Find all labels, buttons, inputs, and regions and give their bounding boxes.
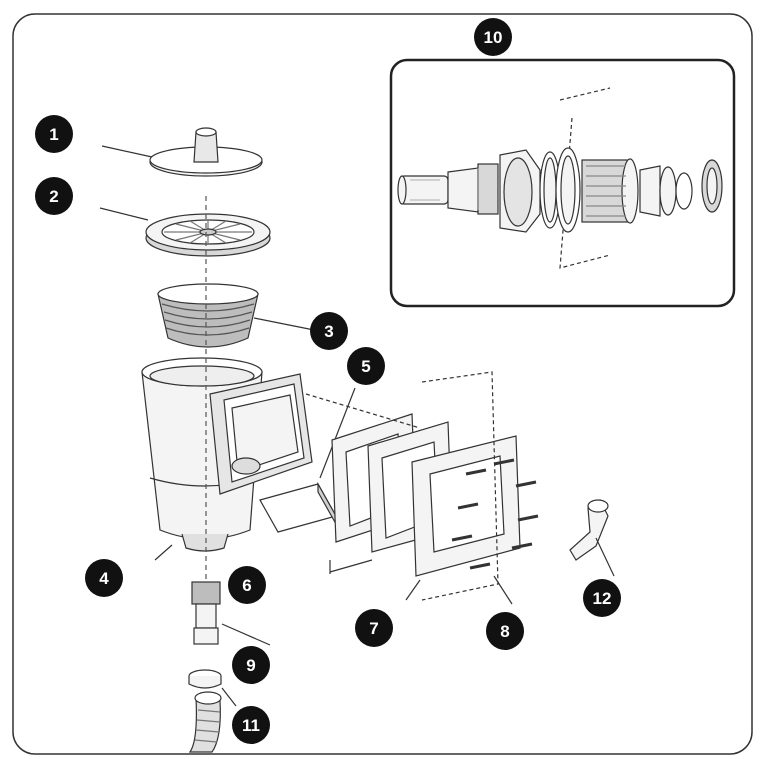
callout-7: 7 bbox=[355, 609, 393, 647]
callout-number: 12 bbox=[593, 589, 612, 608]
callout-number: 9 bbox=[246, 656, 255, 675]
callout-number: 7 bbox=[369, 619, 378, 638]
skimmer-lid bbox=[101, 127, 263, 177]
callout-number: 2 bbox=[49, 187, 58, 206]
front-frame-screws bbox=[305, 371, 539, 605]
strainer-basket bbox=[157, 283, 315, 348]
callout-badge bbox=[583, 579, 621, 617]
callout-badge bbox=[310, 312, 348, 350]
callout-number: 6 bbox=[242, 576, 251, 595]
callout-badge bbox=[35, 177, 73, 215]
callout-2: 2 bbox=[35, 177, 73, 215]
callout-9: 9 bbox=[232, 646, 270, 684]
hose-section bbox=[188, 687, 237, 753]
callout-badge bbox=[35, 115, 73, 153]
filter-cover bbox=[99, 207, 271, 257]
callout-5: 5 bbox=[347, 347, 385, 385]
callout-11: 11 bbox=[232, 706, 270, 744]
callout-number: 10 bbox=[484, 28, 503, 47]
callout-4: 4 bbox=[85, 559, 123, 597]
callout-badge bbox=[228, 566, 266, 604]
callout-badge bbox=[486, 612, 524, 650]
callout-number: 11 bbox=[242, 716, 260, 735]
threaded-adapter bbox=[191, 581, 271, 646]
hose-clamp bbox=[188, 669, 222, 689]
callout-badge bbox=[355, 609, 393, 647]
skimmer-body bbox=[141, 196, 356, 590]
callout-badge bbox=[85, 559, 123, 597]
callout-badge bbox=[474, 18, 512, 56]
sealing-tape bbox=[569, 499, 615, 577]
callout-number: 4 bbox=[99, 569, 109, 588]
callout-number: 1 bbox=[49, 125, 58, 144]
callout-badge bbox=[232, 646, 270, 684]
callout-12: 12 bbox=[583, 579, 621, 617]
callout-3: 3 bbox=[310, 312, 348, 350]
callout-10: 10 bbox=[474, 18, 512, 56]
callout-number: 3 bbox=[324, 322, 333, 341]
callout-8: 8 bbox=[486, 612, 524, 650]
callout-number: 5 bbox=[361, 357, 370, 376]
callout-badge bbox=[347, 347, 385, 385]
callout-1: 1 bbox=[35, 115, 73, 153]
callout-6: 6 bbox=[228, 566, 266, 604]
return-fitting-assembly bbox=[397, 87, 723, 269]
callout-number: 8 bbox=[500, 622, 509, 641]
callout-badge bbox=[232, 706, 270, 744]
